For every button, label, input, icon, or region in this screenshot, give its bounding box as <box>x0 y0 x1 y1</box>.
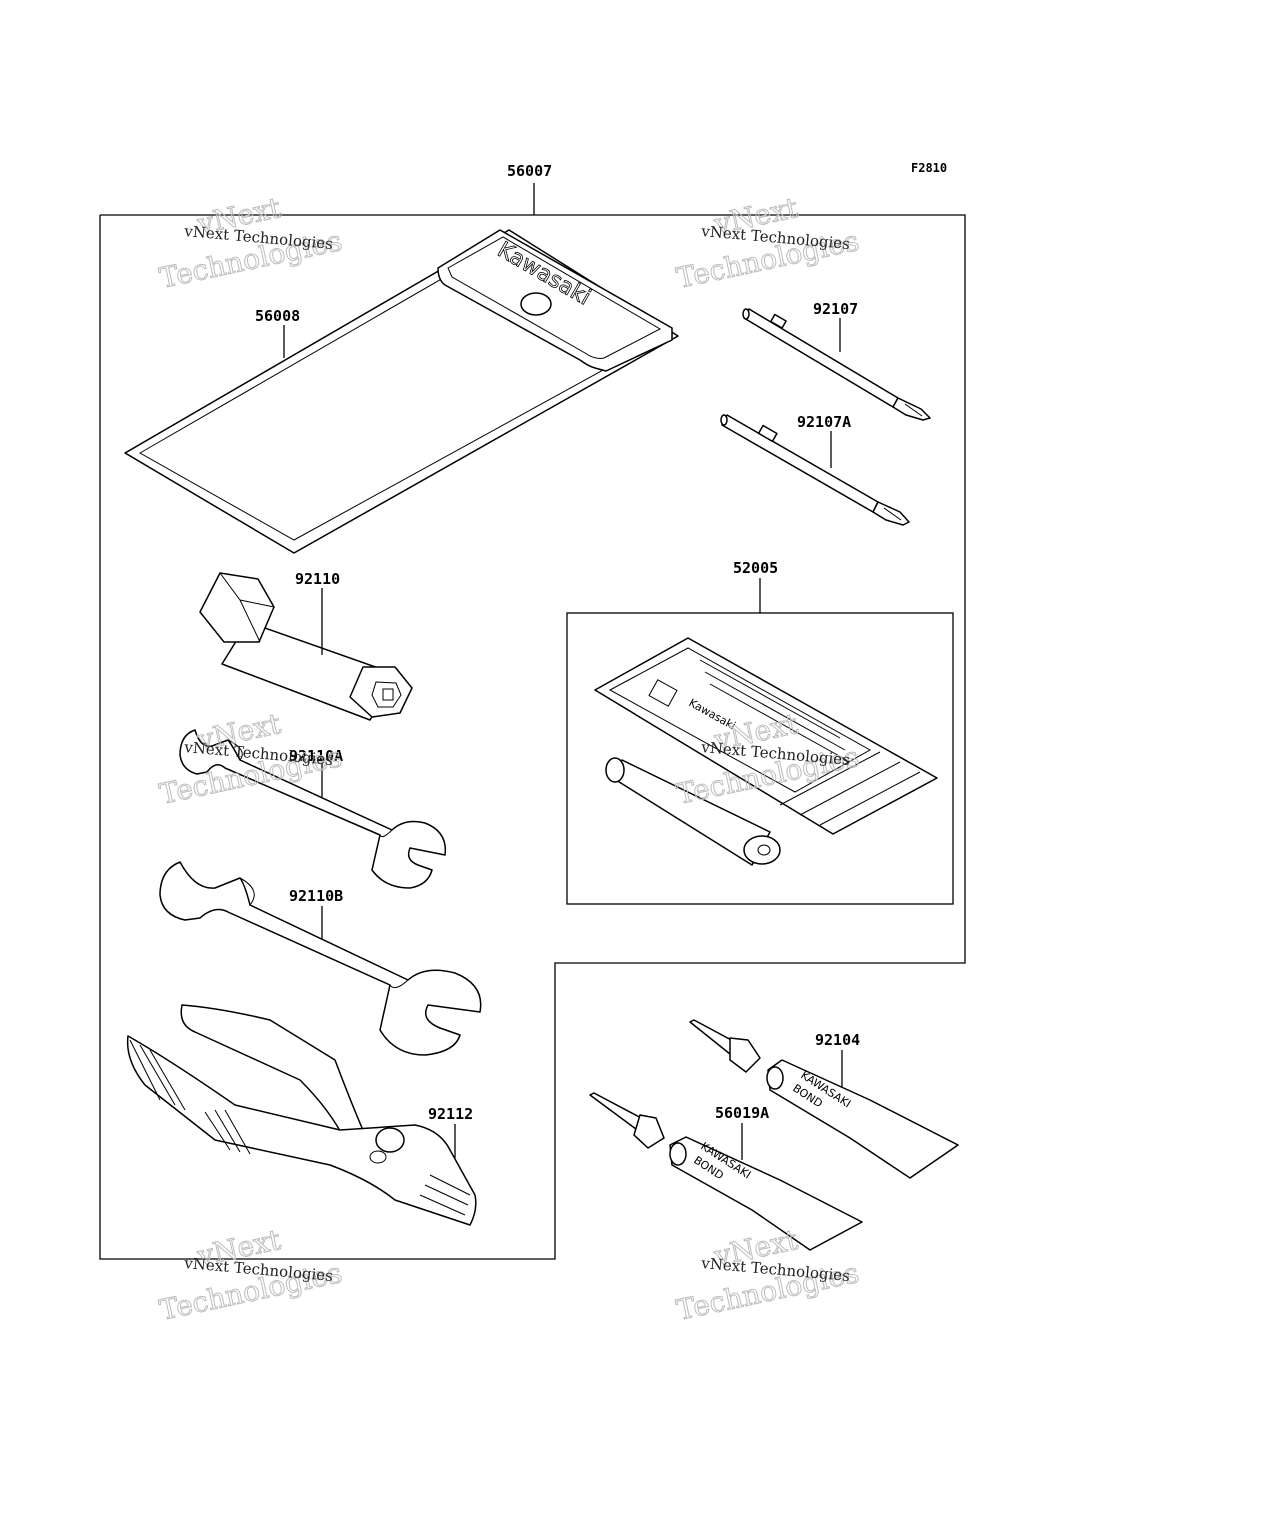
screwdriver-92107a-drawing <box>720 414 910 526</box>
watermark-bottom-right: vNext Technologies vNext Technologies <box>673 1222 862 1327</box>
plug-wrench-drawing <box>199 572 413 721</box>
screwdriver-92107-drawing <box>742 308 931 421</box>
part-label-56019a: 56019A <box>715 1104 769 1122</box>
part-label-52005: 52005 <box>733 559 778 577</box>
watermark-bottom-left: vNext Technologies vNext Technologies <box>156 1222 345 1327</box>
part-label-92104: 92104 <box>815 1031 860 1049</box>
part-label-56007: 56007 <box>507 162 552 180</box>
tool-pouch-drawing: Kawasaki <box>124 229 679 554</box>
part-label-56008: 56008 <box>255 307 300 325</box>
watermark-top-right: vNext Technologies vNext Technologies <box>673 190 862 295</box>
part-label-92107a: 92107A <box>797 413 851 431</box>
pliers-drawing <box>126 1004 477 1226</box>
part-label-92110b: 92110B <box>289 887 343 905</box>
part-label-92112: 92112 <box>428 1105 473 1123</box>
repair-kit-drawing: Kawasaki <box>594 637 938 866</box>
toolkit-outline <box>99 214 966 1260</box>
part-label-92110: 92110 <box>295 570 340 588</box>
watermark-top-left: vNext Technologies vNext Technologies <box>156 190 345 295</box>
part-label-92107: 92107 <box>813 300 858 318</box>
bond-tube-56019a-drawing: KAWASAKI BOND <box>589 1092 863 1251</box>
wrench-92110b-drawing <box>159 861 482 1056</box>
part-label-92110a: 92110A <box>289 747 343 765</box>
wrench-92110a-drawing <box>179 729 447 889</box>
figure-code: F2810 <box>911 161 947 175</box>
